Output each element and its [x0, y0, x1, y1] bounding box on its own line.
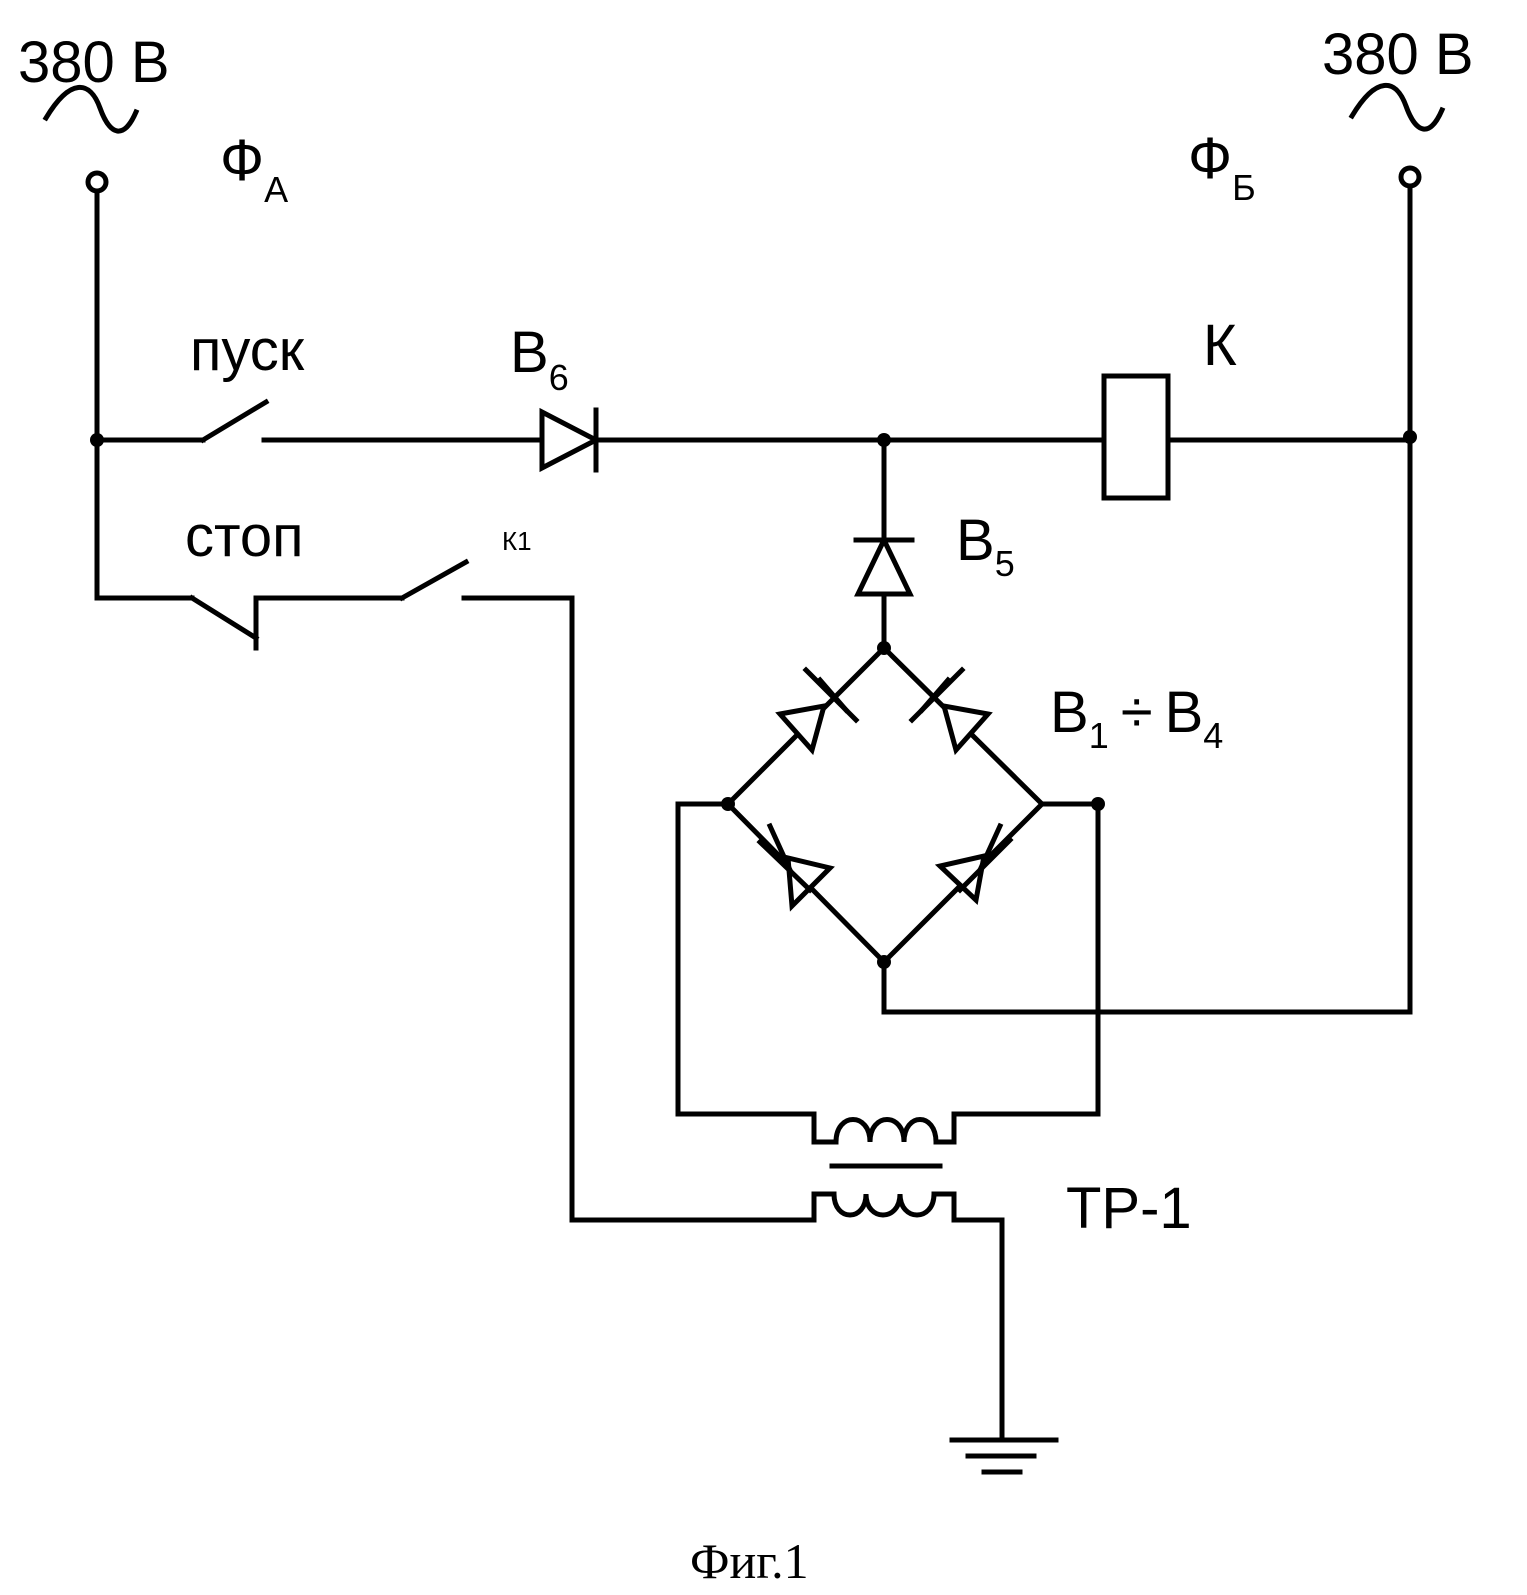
- relay-k-label: К: [1203, 313, 1237, 378]
- ground-icon: [952, 1440, 1056, 1472]
- bridge-diode-b4: [940, 826, 1010, 900]
- left-voltage-label: 380 В: [18, 30, 170, 95]
- right-voltage-label: 380 В: [1322, 22, 1474, 87]
- k1-to-transformer-wire: [464, 598, 814, 1220]
- diode-b6-label: В6: [510, 320, 569, 398]
- transformer-secondary: [814, 1114, 954, 1142]
- bridge-bottom-node: [877, 955, 891, 969]
- figure-caption: Фиг.1: [690, 1533, 809, 1589]
- stop-switch-label: стоп: [185, 504, 304, 569]
- bridge-left-to-secondary-wire: [678, 804, 814, 1114]
- diode-b5-triangle: [858, 540, 910, 594]
- start-switch-label: пуск: [190, 318, 305, 383]
- right-ac-tilde: [1352, 85, 1442, 129]
- contact-k1-blade: [402, 562, 466, 598]
- right-rail-junction: [1403, 430, 1417, 444]
- bridge-diamond: [728, 648, 1042, 962]
- left-rail-wire: [97, 191, 192, 598]
- diode-b6-triangle: [542, 412, 596, 468]
- right-terminal: [1401, 168, 1419, 186]
- transformer-label: ТР-1: [1066, 1176, 1192, 1241]
- bridge-right-node: [1091, 797, 1105, 811]
- bridge-right-to-secondary-wire: [954, 804, 1098, 1114]
- left-terminal: [88, 173, 106, 191]
- phase-b-label: ФБ: [1188, 126, 1256, 208]
- contact-k1-label: К1: [502, 526, 532, 556]
- relay-k-coil: [1104, 376, 1168, 498]
- bridge-diodes-label: В1÷В4: [1050, 680, 1223, 756]
- start-switch-blade: [203, 402, 266, 440]
- stop-switch-blade: [192, 598, 256, 638]
- transformer-primary: [814, 1194, 1002, 1440]
- phase-a-label: ФА: [220, 128, 288, 210]
- diode-b5-label: В5: [956, 508, 1015, 584]
